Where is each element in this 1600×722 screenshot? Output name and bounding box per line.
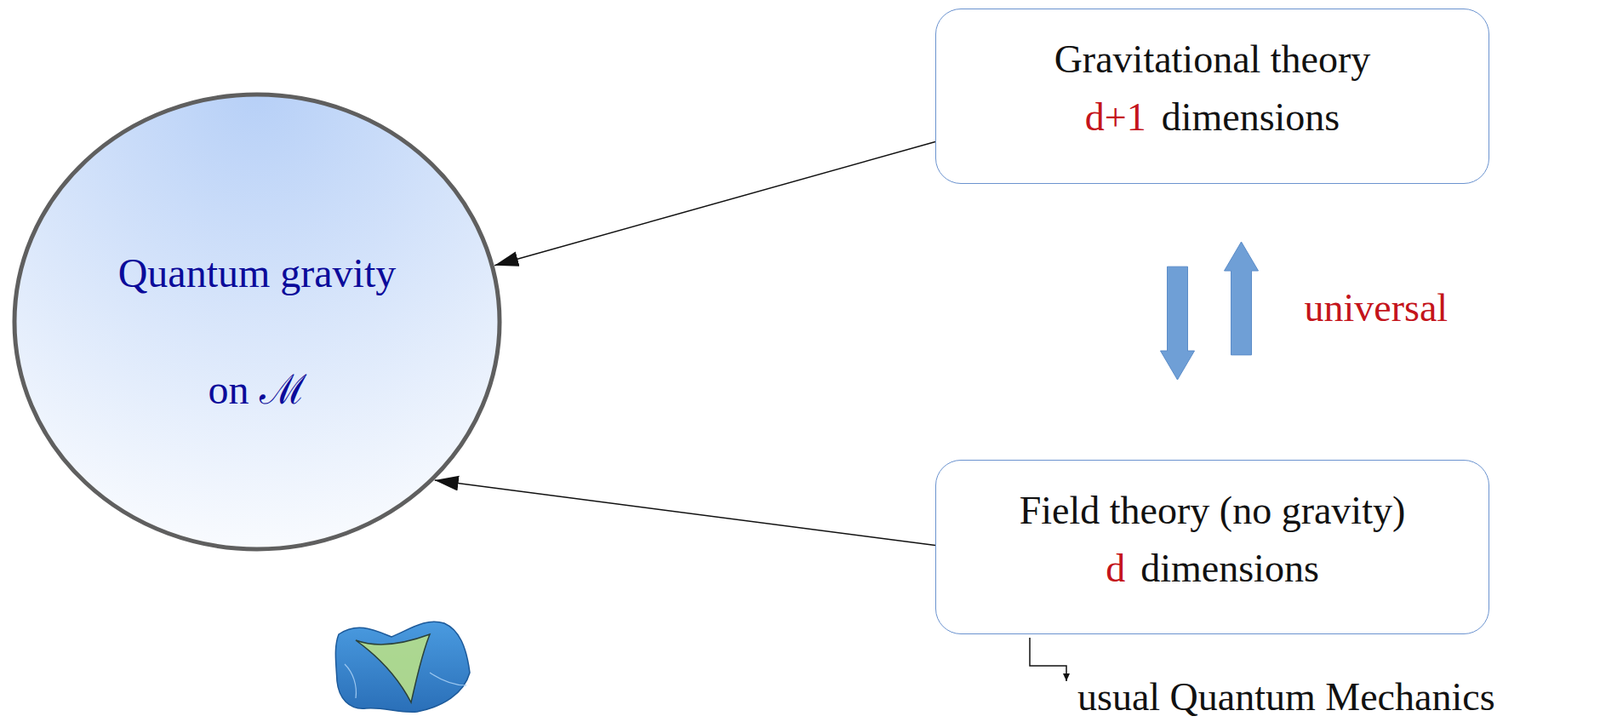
saddle-illustration <box>335 621 470 712</box>
box-title: Gravitational theory <box>936 36 1489 82</box>
node-title: on ℳ <box>11 360 503 416</box>
connector <box>494 142 936 266</box>
edge-label: universal <box>1304 285 1449 331</box>
connector <box>434 480 936 545</box>
box-title: Field theory (no gravity) <box>936 487 1489 533</box>
dimension-word: dimensions <box>1140 546 1320 590</box>
ellipse-outline <box>11 91 503 552</box>
dimension-symbol: d+1 <box>1085 95 1147 139</box>
rounded-box: Field theory (no gravity) d dimensions <box>935 459 1490 635</box>
node-title: Quantum gravity <box>11 249 503 297</box>
ellipse-node: Quantum gravity on ℳ <box>11 91 503 552</box>
box-subtitle: d dimensions <box>936 545 1489 591</box>
dimension-word: dimensions <box>1161 95 1341 139</box>
box-subtitle: d+1 dimensions <box>936 94 1489 140</box>
note-label: usual Quantum Mechanics <box>1077 674 1496 720</box>
rounded-box: Gravitational theory d+1 dimensions <box>935 8 1490 184</box>
leader-line <box>1029 637 1067 681</box>
connector <box>1160 241 1259 380</box>
dimension-symbol: d <box>1105 546 1126 590</box>
